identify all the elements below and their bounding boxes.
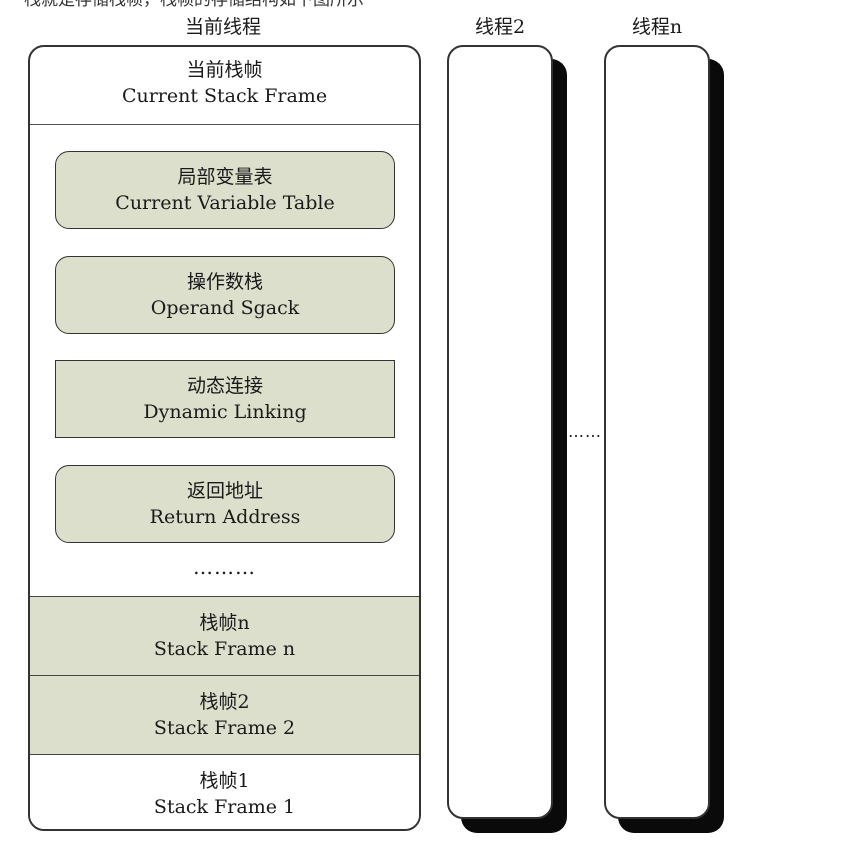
stack-frame-2: 栈帧2 Stack Frame 2 bbox=[30, 675, 419, 754]
local-variable-table-en: Current Variable Table bbox=[115, 192, 335, 214]
current-frame-zh: 当前栈帧 bbox=[186, 59, 263, 81]
dynamic-linking: 动态连接 Dynamic Linking bbox=[55, 360, 395, 438]
operand-stack: 操作数栈 Operand Sgack bbox=[55, 256, 395, 334]
stack-frame-1-en: Stack Frame 1 bbox=[153, 796, 296, 818]
stack-frame-n-en: Stack Frame n bbox=[153, 638, 296, 660]
threadn-label: 线程n bbox=[631, 16, 683, 38]
current-frame-en: Current Stack Frame bbox=[121, 85, 328, 107]
return-address: 返回地址 Return Address bbox=[55, 465, 395, 543]
thread2-body bbox=[447, 45, 553, 819]
local-variable-table-zh: 局部变量表 bbox=[177, 166, 273, 188]
stack-frame-2-en: Stack Frame 2 bbox=[153, 717, 296, 739]
thread2-label: 线程2 bbox=[474, 16, 526, 38]
operand-stack-en: Operand Sgack bbox=[150, 297, 300, 319]
top-caption: 栈就是存储栈帧，栈帧的存储结构如下图所示 bbox=[24, 0, 524, 9]
stack-frame-1: 栈帧1 Stack Frame 1 bbox=[30, 754, 419, 829]
threadn-stack bbox=[604, 45, 730, 835]
thread2-stack bbox=[447, 45, 573, 835]
threadn-body bbox=[604, 45, 710, 819]
dynamic-linking-en: Dynamic Linking bbox=[143, 401, 307, 423]
stack-frame-1-zh: 栈帧1 bbox=[199, 770, 250, 792]
current-thread-stack: 当前栈帧 Current Stack Frame 局部变量表 Current V… bbox=[28, 45, 421, 831]
operand-stack-zh: 操作数栈 bbox=[186, 271, 263, 293]
dynamic-linking-zh: 动态连接 bbox=[186, 375, 263, 397]
stack-frame-n: 栈帧n Stack Frame n bbox=[30, 596, 419, 675]
local-variable-table: 局部变量表 Current Variable Table bbox=[55, 151, 395, 229]
stack-frame-2-zh: 栈帧2 bbox=[199, 691, 250, 713]
stack-frame-n-zh: 栈帧n bbox=[199, 612, 250, 634]
threads-ellipsis: …… bbox=[568, 422, 602, 441]
inner-ellipsis: ……… bbox=[193, 555, 256, 579]
return-address-en: Return Address bbox=[149, 506, 301, 528]
current-stack-frame: 当前栈帧 Current Stack Frame bbox=[30, 47, 419, 125]
return-address-zh: 返回地址 bbox=[186, 480, 263, 502]
current-thread-label: 当前线程 bbox=[184, 16, 261, 38]
